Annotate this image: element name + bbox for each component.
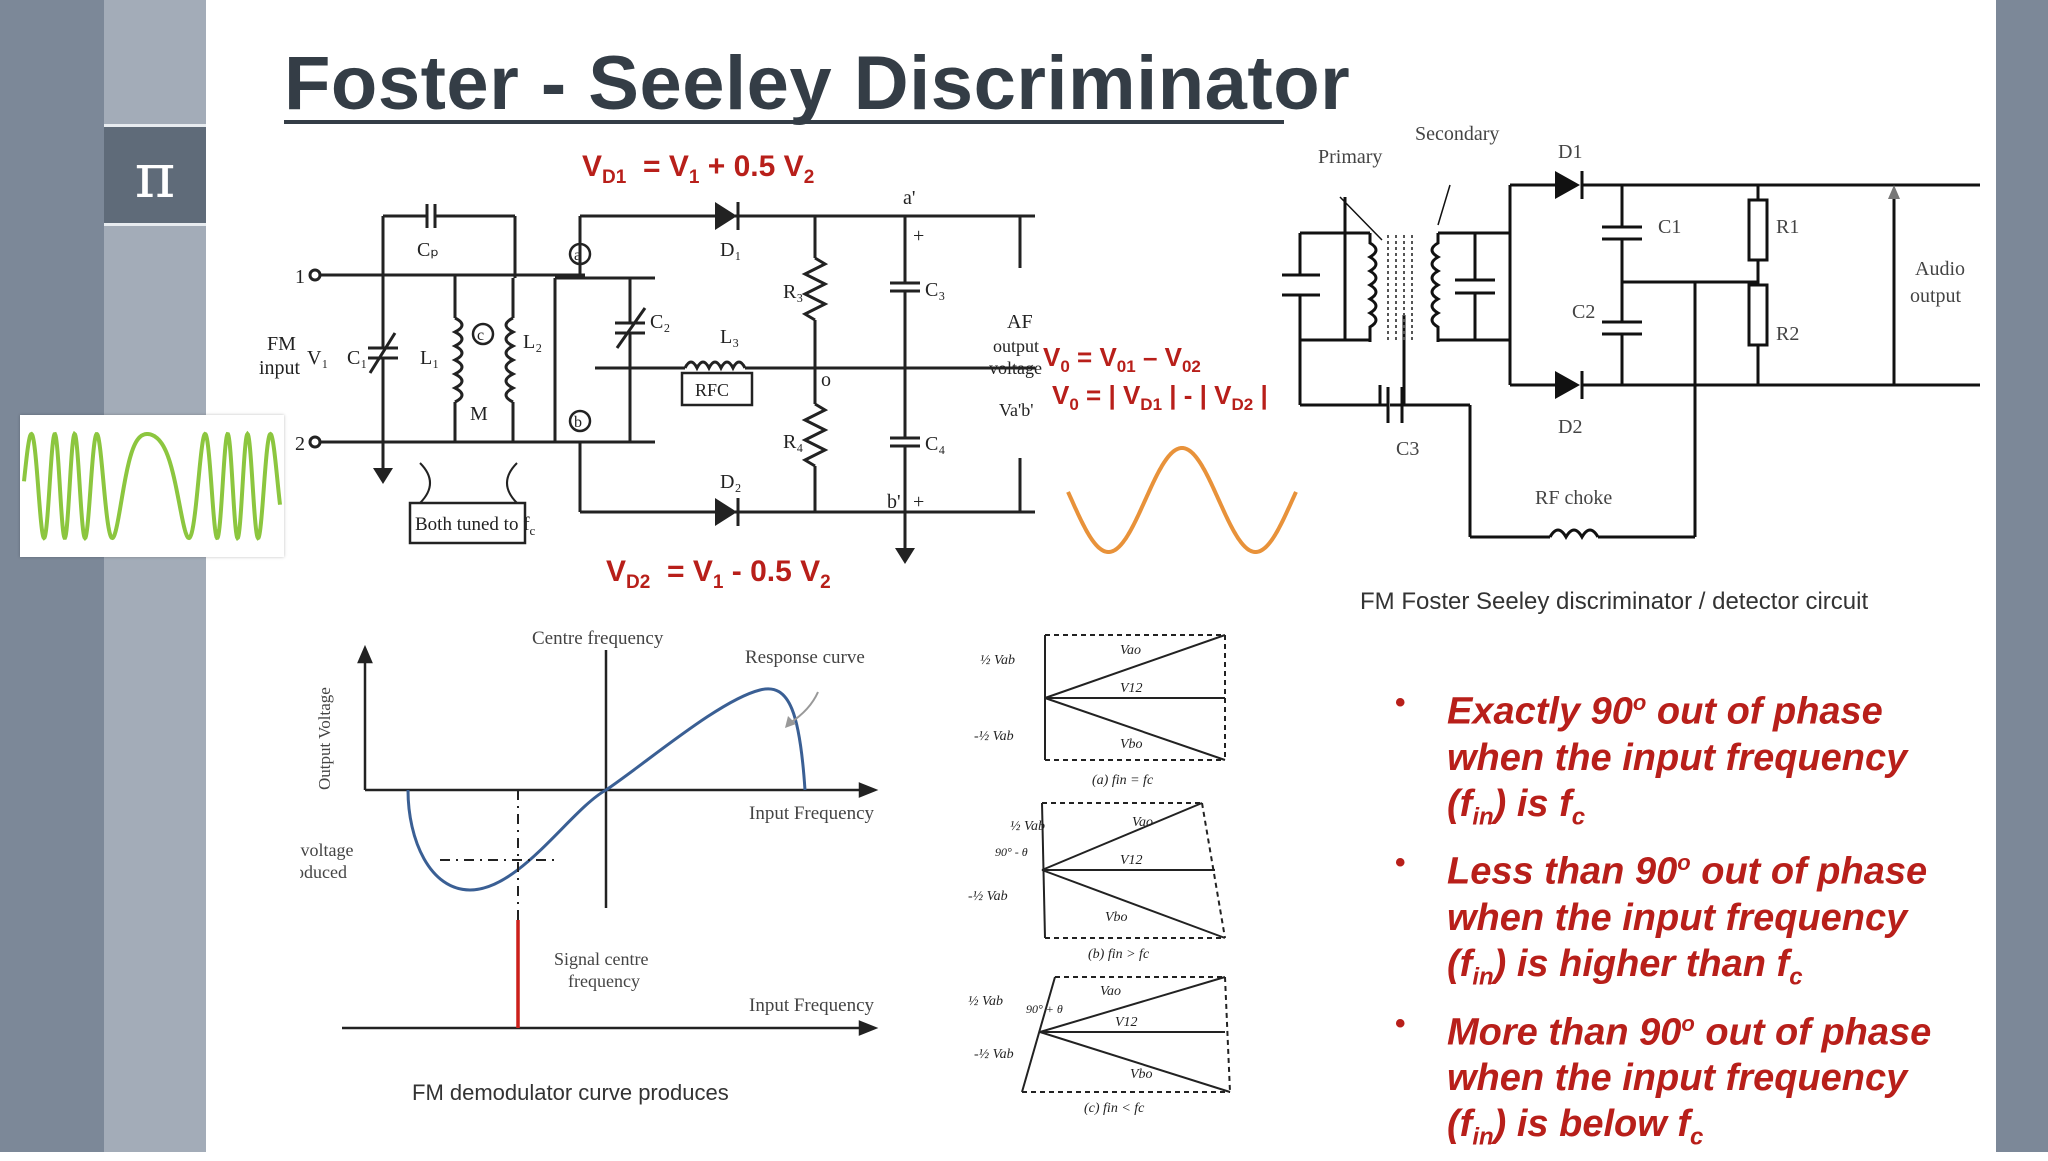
fm-label: FM (267, 333, 296, 355)
fm-wave-box (20, 415, 284, 557)
fm-waveform (22, 430, 282, 542)
phasor-b-v12: V12 (1120, 853, 1143, 868)
input-label: input (259, 357, 301, 379)
c1-label: C₁ (347, 347, 367, 369)
phasor-c-half-vab: ½ Vab (968, 994, 1003, 1009)
r2-label: R2 (1776, 323, 1799, 345)
phasor-c-caption: (c) fin < fc (1084, 1101, 1145, 1116)
o-label: o (821, 369, 831, 391)
eq-vd1: VD1 = V1 + 0.5 V2 (582, 150, 815, 188)
terminal-2: 2 (295, 433, 305, 455)
phasor-a-caption: (a) fin = fc (1092, 773, 1154, 788)
r4-label: R₄ (783, 431, 803, 453)
centre-frequency-label: Centre frequency (532, 628, 664, 649)
phasor-b-neg-half-vab: -½ Vab (968, 889, 1008, 904)
phasor-b-half-vab: ½ Vab (1010, 819, 1045, 834)
bullet-more-than-90: •More than 90o out of phase when the inp… (1395, 1001, 1975, 1161)
phasor-b-vbo: Vbo (1105, 910, 1128, 925)
rfc-label: RFC (695, 380, 729, 400)
c3-right-label: C3 (1396, 438, 1419, 460)
d2-right-label: D2 (1558, 416, 1582, 438)
cp-label: Cₚ (417, 239, 439, 261)
phasor-b-vao: Vao (1132, 815, 1153, 830)
eq-v0-difference: V0 = V01 – V02 (1043, 342, 1201, 377)
bullet-dot-icon: • (1395, 846, 1406, 880)
bullet-dot-icon: • (1395, 1006, 1406, 1040)
pi-logo: π (104, 124, 206, 226)
phasor-b-ninety-minus: 90° - θ (995, 845, 1028, 859)
r3-label: R₃ (783, 281, 803, 303)
l3-label: L₃ (720, 326, 739, 348)
c3-label: C₃ (925, 279, 945, 301)
response-curve-label: Response curve (745, 647, 865, 668)
d1-label: D₁ (720, 239, 741, 261)
pi-symbol: π (134, 138, 176, 212)
input-frequency-label-1: Input Frequency (749, 803, 875, 824)
ve-produced-label: produced (300, 862, 347, 882)
v1-label: V₁ (307, 347, 328, 369)
phasor-c-v12: V12 (1115, 1015, 1138, 1030)
c-node-label: c (477, 327, 484, 344)
output-voltage-label: Output Voltage (315, 687, 334, 790)
phasor-a-half-vab: ½ Vab (980, 653, 1015, 668)
af-sine-wave (1066, 446, 1298, 554)
b-prime-label: b' (887, 491, 901, 513)
phasor-c-neg-half-vab: -½ Vab (974, 1047, 1014, 1062)
ve-voltage-label: -ve voltage (300, 840, 353, 860)
slide-title: Foster - Seeley Discriminator (284, 41, 1351, 126)
d2-label: D₂ (720, 471, 741, 493)
c2-right-label: C2 (1572, 301, 1595, 323)
r1-label: R1 (1776, 216, 1799, 238)
primary-label: Primary (1318, 146, 1382, 168)
both-tuned-label: Both tuned to fc (415, 514, 536, 538)
audio-output-label: output (1910, 285, 1962, 307)
left-circuit-diagram: 1 2 FM input V₁ C₁ L₁ Cₚ c L₂ M a b C₂ L… (259, 187, 1042, 564)
plus-bottom: + (913, 491, 924, 513)
bullet-less-than-90: •Less than 90o out of phase when the inp… (1395, 840, 1975, 1000)
m-label: M (470, 403, 488, 425)
a-node-label: a (574, 247, 581, 264)
bullet-dot-icon: • (1395, 686, 1406, 719)
phase-bullet-list: •Exactly 90o out of phase when the input… (1395, 680, 1975, 1161)
right-circuit-caption: FM Foster Seeley discriminator / detecto… (1360, 588, 1869, 615)
right-stripe (1996, 0, 2048, 1152)
af-label: AF (1007, 311, 1033, 333)
phasor-c-vbo: Vbo (1130, 1067, 1153, 1082)
l1-label: L₁ (420, 347, 439, 369)
phasor-diagrams: ½ Vab -½ Vab Vao V12 Vbo (a) fin = fc ½ … (968, 634, 1231, 1116)
title-underline (284, 120, 1284, 124)
d1-right-label: D1 (1558, 141, 1582, 163)
rf-choke-label: RF choke (1535, 487, 1612, 509)
left-stripe-dark (0, 0, 104, 1152)
input-frequency-label-2: Input Frequency (749, 995, 875, 1016)
phasor-c-ninety-plus: 90° + θ (1026, 1002, 1063, 1016)
phasor-b-caption: (b) fin > fc (1088, 947, 1150, 962)
demodulator-curve: Centre frequency Response curve Output V… (300, 628, 879, 1036)
output-label: output (993, 336, 1039, 356)
voltage-label: voltage (989, 358, 1042, 378)
c4-label: C₄ (925, 433, 945, 455)
plus-top: + (913, 225, 924, 247)
c1-right-label: C1 (1658, 216, 1681, 238)
secondary-label: Secondary (1415, 123, 1499, 145)
phasor-a-neg-half-vab: -½ Vab (974, 729, 1014, 744)
l2-label: L₂ (523, 331, 542, 353)
eq-vd2: VD2 = V1 - 0.5 V2 (606, 555, 831, 593)
demodulator-caption: FM demodulator curve produces (412, 1080, 729, 1105)
bullet-exactly-90: •Exactly 90o out of phase when the input… (1395, 680, 1975, 840)
right-circuit-diagram: Primary Secondary D1 D2 C1 C2 C3 R1 R2 R… (1282, 123, 1980, 541)
c2-label: C₂ (650, 311, 670, 333)
vab-label: Va'b' (999, 400, 1033, 420)
eq-v0-abs: V0 = | VD1 | - | VD2 | (1052, 380, 1268, 415)
phasor-a-vbo: Vbo (1120, 737, 1143, 752)
terminal-1: 1 (295, 266, 305, 288)
signal-centre-label: Signal centre (554, 949, 648, 969)
a-prime-label: a' (903, 187, 915, 209)
phasor-a-v12: V12 (1120, 681, 1143, 696)
signal-frequency-label: frequency (568, 971, 640, 991)
phasor-a-vao: Vao (1120, 643, 1141, 658)
b-node-label: b (574, 414, 582, 431)
phasor-c-vao: Vao (1100, 984, 1121, 999)
audio-label: Audio (1915, 258, 1965, 280)
